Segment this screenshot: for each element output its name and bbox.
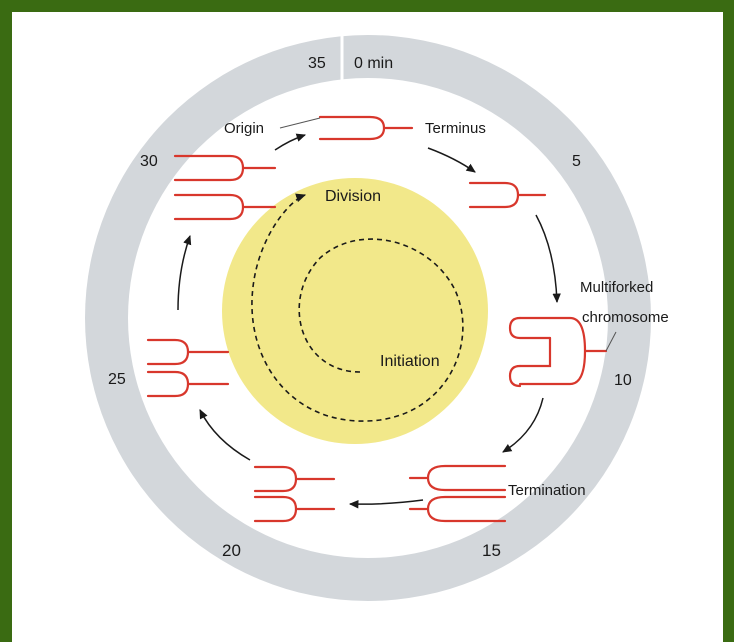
origin-label: Origin [224, 120, 264, 137]
division-label: Division [325, 188, 381, 205]
cell-disc [222, 178, 488, 444]
multiforked-label-line1: Multiforked [580, 279, 653, 296]
time-label-35: 35 [308, 55, 326, 72]
multiforked-label-line2: chromosome [582, 309, 669, 326]
time-label-0: 0 min [354, 55, 393, 72]
time-label-15: 15 [482, 541, 501, 560]
time-label-5: 5 [572, 153, 581, 170]
time-label-10: 10 [614, 372, 632, 389]
termination-label: Termination [508, 482, 586, 499]
initiation-label: Initiation [380, 353, 440, 370]
time-label-25: 25 [108, 371, 126, 388]
time-label-20: 20 [222, 541, 241, 560]
terminus-label: Terminus [425, 120, 486, 137]
time-label-30: 30 [140, 153, 158, 170]
